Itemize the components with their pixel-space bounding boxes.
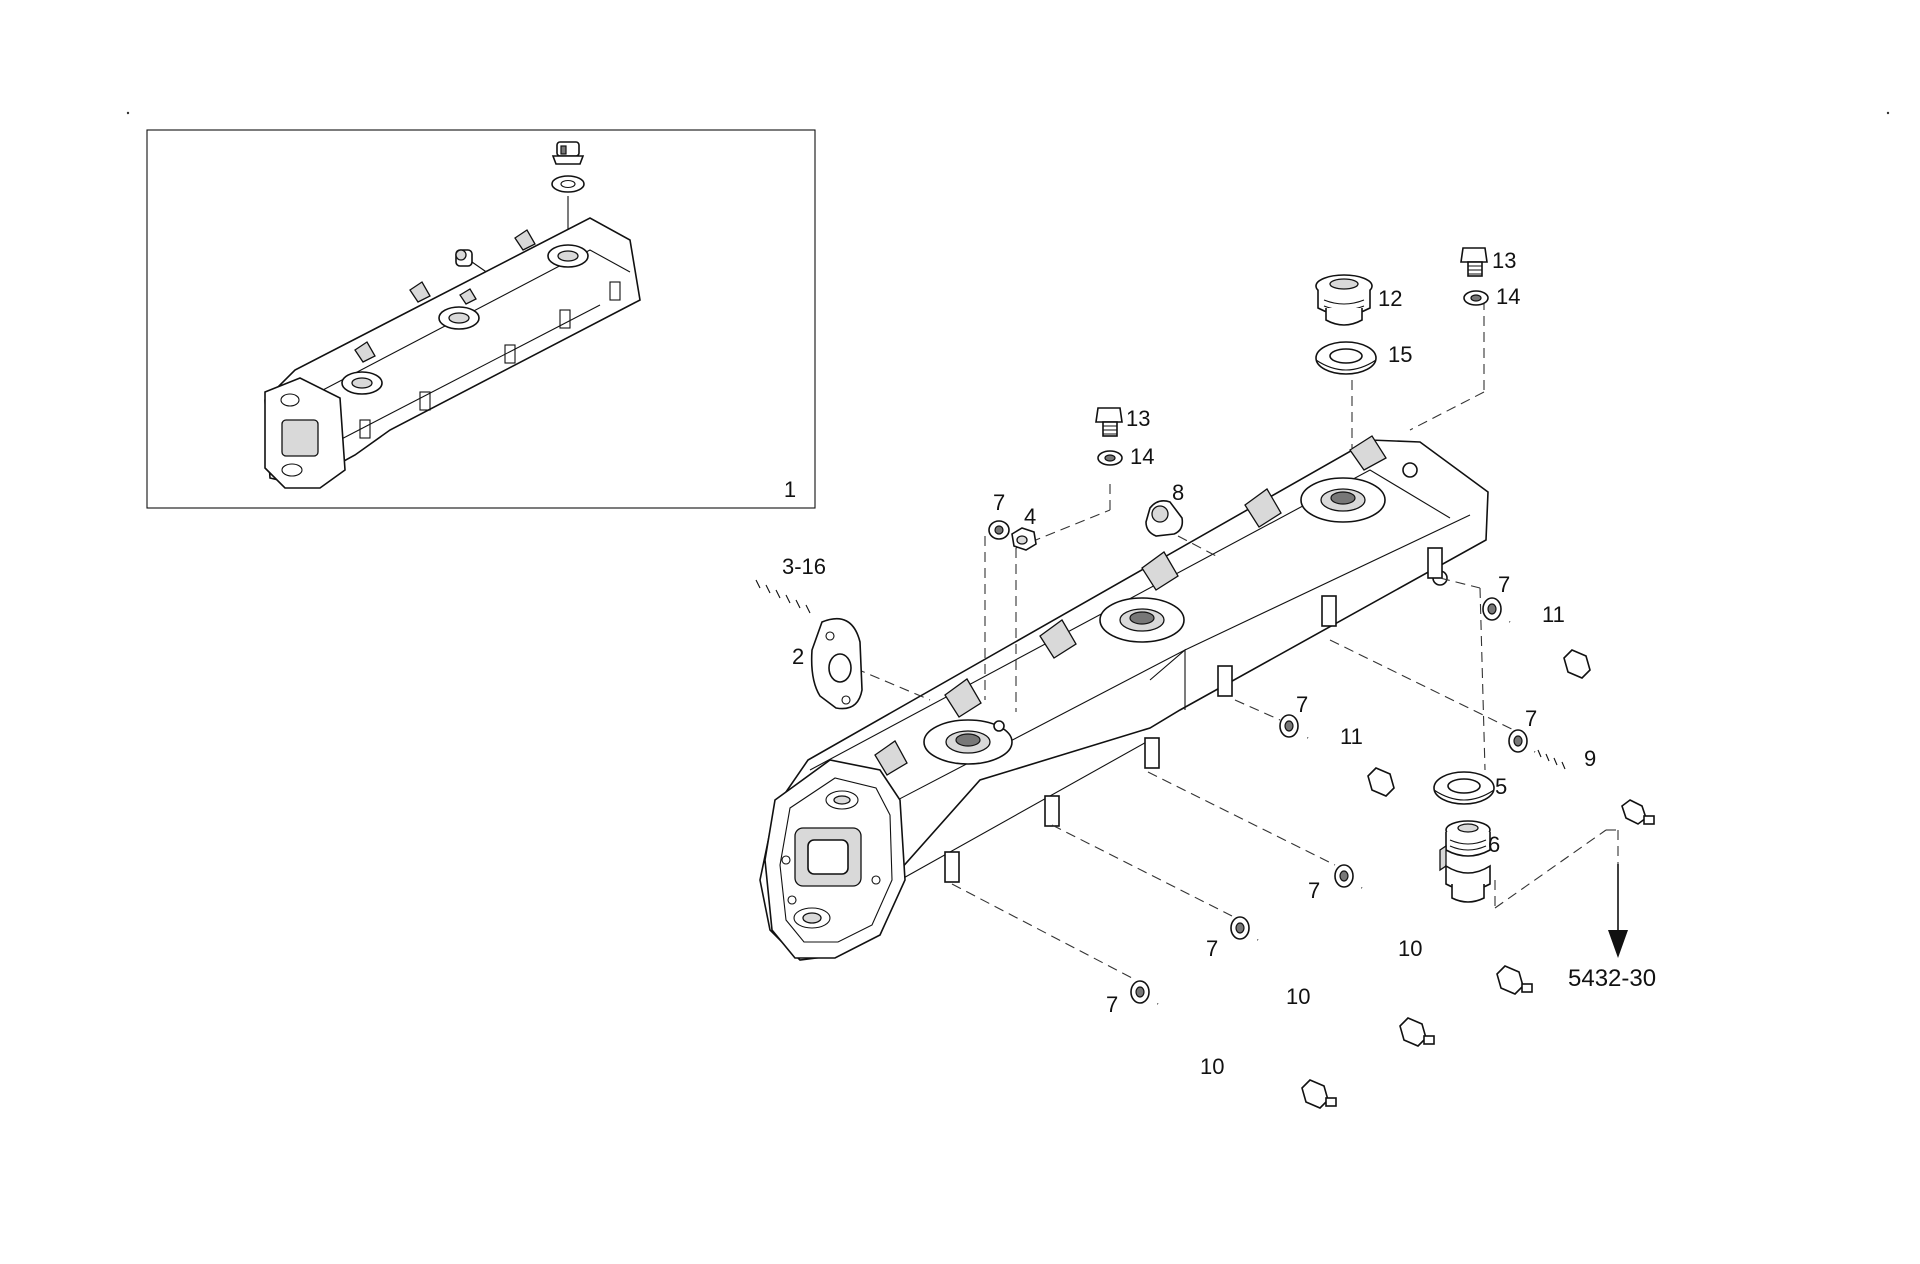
part-seal-15[interactable]: [1315, 341, 1377, 375]
inset-washer: [551, 175, 585, 193]
part-screw-13-right[interactable]: [1460, 247, 1488, 277]
main-top-bosses: [874, 435, 1448, 776]
part-fitting-6[interactable]: [1439, 820, 1491, 903]
inset-label: 1: [784, 477, 796, 502]
part-washer-14-mid[interactable]: [1097, 450, 1123, 466]
part-washer-7-r1[interactable]: [1482, 597, 1502, 621]
part-bolt-10-b3[interactable]: [1157, 1002, 1337, 1109]
label-5: 5: [1495, 774, 1507, 799]
label-4: 4: [1024, 504, 1036, 529]
part-washer-7-b3[interactable]: [1130, 980, 1150, 1004]
label-10-b1: 10: [1398, 936, 1422, 961]
part-bolt-9[interactable]: [1534, 749, 1655, 825]
part-bolt-10-b1[interactable]: [1361, 886, 1533, 995]
part-stud-3-16[interactable]: [749, 579, 819, 615]
label-6: 6: [1488, 832, 1500, 857]
label-7-mid: 7: [1296, 692, 1308, 717]
part-washer-7-r2[interactable]: [1508, 729, 1528, 753]
label-10-b2: 10: [1286, 984, 1310, 1009]
label-7-b3: 7: [1106, 992, 1118, 1017]
label-8: 8: [1172, 480, 1184, 505]
main-top-port-3: [1300, 477, 1386, 523]
label-10-b3: 10: [1200, 1054, 1224, 1079]
reference-page-link[interactable]: 5432-30: [1568, 965, 1656, 992]
main-side-tabs: [944, 547, 1443, 883]
label-7-r1: 7: [1498, 572, 1510, 597]
part-plug-12[interactable]: [1315, 274, 1373, 326]
label-7-b1: 7: [1308, 878, 1320, 903]
reference-arrow: [1608, 864, 1628, 958]
part-washer-7-mid[interactable]: [1279, 714, 1299, 738]
part-bolt-11-r1[interactable]: [1509, 620, 1591, 679]
label-13-mid: 13: [1126, 406, 1150, 431]
inset-frame: [146, 129, 816, 509]
part-seal-5[interactable]: [1433, 771, 1495, 805]
label-2: 2: [792, 644, 804, 669]
part-bolt-11-mid[interactable]: [1307, 736, 1395, 797]
inset-manifold-body: [264, 217, 641, 489]
label-11-mid: 11: [1340, 724, 1363, 749]
label-12: 12: [1378, 286, 1402, 311]
label-7-top: 7: [993, 490, 1005, 515]
label-15: 15: [1388, 342, 1412, 367]
part-gasket[interactable]: [810, 617, 863, 710]
label-9: 9: [1584, 746, 1596, 771]
part-nut-4[interactable]: [1011, 527, 1037, 551]
part-bolt-10-b2[interactable]: [1257, 938, 1435, 1047]
part-washer-7-top[interactable]: [988, 520, 1010, 540]
label-13-right: 13: [1492, 248, 1516, 273]
label-14-mid: 14: [1130, 444, 1154, 469]
part-washer-14-right[interactable]: [1463, 290, 1489, 306]
part-washer-7-b2[interactable]: [1230, 916, 1250, 940]
part-sleeve-8[interactable]: [1145, 500, 1184, 537]
label-7-r2: 7: [1525, 706, 1537, 731]
label-3-16: 3-16: [782, 554, 826, 579]
main-end-flange: [764, 759, 906, 959]
corner-mark-left: [126, 111, 130, 115]
inset-plug: [551, 141, 585, 165]
inset-assembly-overview[interactable]: 1: [146, 129, 816, 509]
main-manifold-body[interactable]: [759, 435, 1489, 961]
part-screw-13-mid[interactable]: [1095, 407, 1123, 437]
label-7-b2: 7: [1206, 936, 1218, 961]
corner-mark-right: [1886, 111, 1890, 115]
main-top-port-2: [1099, 597, 1185, 643]
part-washer-7-b1[interactable]: [1334, 864, 1354, 888]
main-top-port-1: [923, 719, 1013, 765]
callout-labels: 3-16 2 7 4 8 13 14 12 15 13 14 7 11 7 9 …: [782, 248, 1596, 1079]
label-11-r1: 11: [1542, 602, 1565, 627]
label-14-right: 14: [1496, 284, 1520, 309]
inset-sleeve: [455, 249, 496, 279]
